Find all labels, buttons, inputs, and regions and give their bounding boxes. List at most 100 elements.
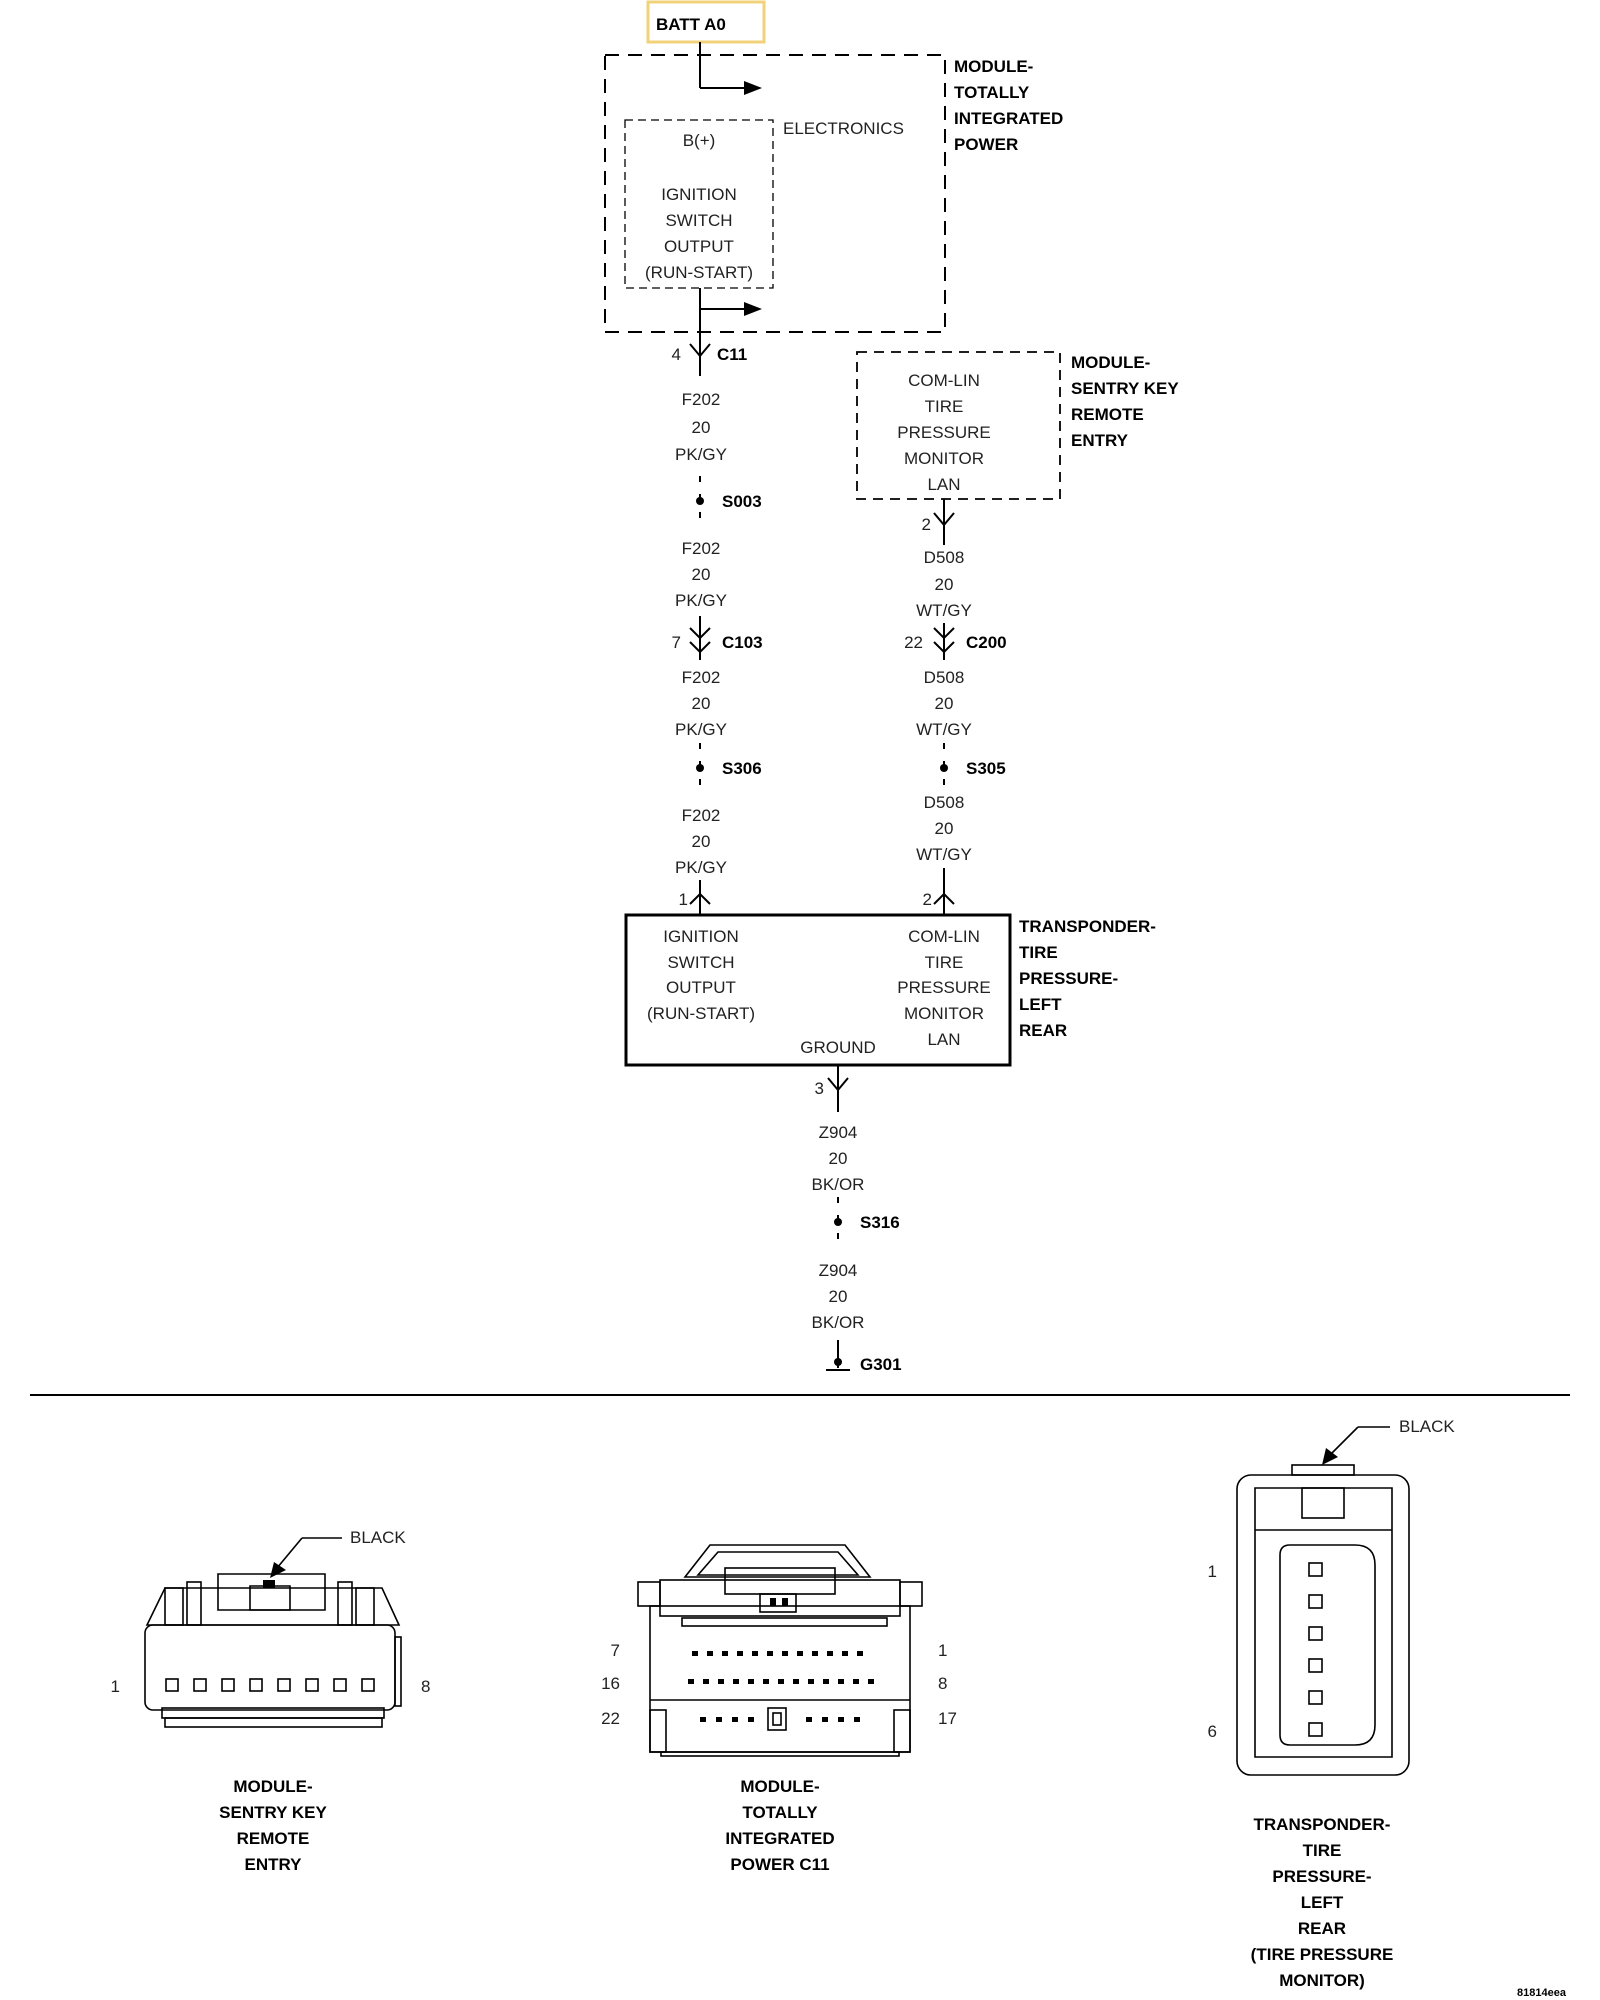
z904-wire2-id: Z904 <box>819 1261 858 1280</box>
tipm-pin-row-2 <box>688 1679 874 1684</box>
tipm-electronics-label: ELECTRONICS <box>783 119 904 138</box>
splice-s306 <box>696 764 704 772</box>
c200-name: C200 <box>966 633 1007 652</box>
f202-wire1-gauge: 20 <box>692 418 711 437</box>
transponder-title-2: TIRE <box>1019 943 1058 962</box>
d508-wire1-id: D508 <box>924 548 965 567</box>
tipm-output-4: (RUN-START) <box>645 263 753 282</box>
f202-wire1-id: F202 <box>682 390 721 409</box>
d508-wire1-gauge: 20 <box>935 575 954 594</box>
transponder-conn-label-4: LEFT <box>1301 1893 1344 1912</box>
transponder-module: IGNITION SWITCH OUTPUT (RUN-START) COM-L… <box>624 913 1156 1067</box>
tipm-output-2: SWITCH <box>665 211 732 230</box>
skreem-func-2: TIRE <box>925 397 964 416</box>
transponder-conn-label-5: REAR <box>1298 1919 1346 1938</box>
tipm-conn-pin-1: 1 <box>938 1641 947 1660</box>
tipm-module: ELECTRONICS B(+) IGNITION SWITCH OUTPUT … <box>604 42 1063 333</box>
splice-s316 <box>834 1218 842 1226</box>
connector-transponder-view: BLACK 1 6 TRANSPONDER- TIRE PRESSURE- LE… <box>1208 1417 1456 1990</box>
transponder-left-1: IGNITION <box>663 927 739 946</box>
skreem-func-3: PRESSURE <box>897 423 991 442</box>
f202-wire4-id: F202 <box>682 806 721 825</box>
z904-wire1-gauge: 20 <box>829 1149 848 1168</box>
ground-g301-dot <box>834 1358 842 1366</box>
c200-pin: 22 <box>904 633 923 652</box>
z904-wire1-id: Z904 <box>819 1123 858 1142</box>
d508-wire2-id: D508 <box>924 668 965 687</box>
d508-wire2-gauge: 20 <box>935 694 954 713</box>
d508-wire3-gauge: 20 <box>935 819 954 838</box>
transponder-title-4: LEFT <box>1019 995 1062 1014</box>
transponder-conn-label-7: MONITOR) <box>1279 1971 1365 1990</box>
transponder-left-3: OUTPUT <box>666 978 736 997</box>
d508-wire3-id: D508 <box>924 793 965 812</box>
skreem-pin2: 2 <box>922 515 931 534</box>
s003-label: S003 <box>722 492 762 511</box>
skreem-func-5: LAN <box>927 475 960 494</box>
s316-label: S316 <box>860 1213 900 1232</box>
f202-wire2-gauge: 20 <box>692 565 711 584</box>
g301-label: G301 <box>860 1355 902 1374</box>
transponder-title-5: REAR <box>1019 1021 1067 1040</box>
tipm-conn-label-3: INTEGRATED <box>725 1829 834 1848</box>
splice-s003 <box>696 497 704 505</box>
tipm-conn-pin-8: 8 <box>938 1674 947 1693</box>
c11-name: C11 <box>717 345 747 364</box>
skreem-title-4: ENTRY <box>1071 431 1129 450</box>
batt-a0-box: BATT A0 <box>646 0 766 44</box>
tipm-conn-label-2: TOTALLY <box>742 1803 818 1822</box>
tipm-title-1: MODULE- <box>954 57 1033 76</box>
f202-wire4-color: PK/GY <box>675 858 727 877</box>
tipm-pin-row-1 <box>692 1651 863 1656</box>
c103-name: C103 <box>722 633 763 652</box>
skreem-title-2: SENTRY KEY <box>1071 379 1179 398</box>
skreem-conn-label-1: MODULE- <box>233 1777 312 1796</box>
f202-wire2-color: PK/GY <box>675 591 727 610</box>
skreem-conn-label-4: ENTRY <box>245 1855 303 1874</box>
transponder-conn-label-3: PRESSURE- <box>1272 1867 1371 1886</box>
skreem-conn-pin-first: 1 <box>111 1677 120 1696</box>
s305-label: S305 <box>966 759 1006 778</box>
tipm-conn-pin-16: 16 <box>601 1674 620 1693</box>
tipm-conn-pin-17: 17 <box>938 1709 957 1728</box>
d508-wire1-color: WT/GY <box>916 601 972 620</box>
c103-pin: 7 <box>672 633 681 652</box>
z904-wire2-color: BK/OR <box>812 1313 865 1332</box>
skreem-title-1: MODULE- <box>1071 353 1150 372</box>
figure-id: 81814eea <box>1517 1987 1567 1999</box>
skreem-func-4: MONITOR <box>904 449 984 468</box>
transponder-right-2: TIRE <box>925 953 964 972</box>
f202-wire1-color: PK/GY <box>675 445 727 464</box>
z904-wire2-gauge: 20 <box>829 1287 848 1306</box>
batt-a0-label: BATT A0 <box>656 15 726 34</box>
tipm-title-4: POWER <box>954 135 1018 154</box>
transponder-conn-pin-first: 1 <box>1208 1562 1217 1581</box>
transponder-right-1: COM-LIN <box>908 927 980 946</box>
skreem-module: COM-LIN TIRE PRESSURE MONITOR LAN MODULE… <box>856 351 1179 500</box>
tipm-conn-pin-7: 7 <box>611 1641 620 1660</box>
splice-s305 <box>940 764 948 772</box>
f202-wire2-id: F202 <box>682 539 721 558</box>
d508-wire2-color: WT/GY <box>916 720 972 739</box>
tipm-output-1: IGNITION <box>661 185 737 204</box>
transponder-title-3: PRESSURE- <box>1019 969 1118 988</box>
tipm-conn-label-4: POWER C11 <box>730 1855 829 1874</box>
ground-pin3: 3 <box>815 1079 824 1098</box>
connector-tipm-view: 7 1 16 8 22 17 MODULE- TOTALLY INTEGRATE… <box>601 1544 957 1874</box>
f202-wire3-id: F202 <box>682 668 721 687</box>
skreem-func-1: COM-LIN <box>908 371 980 390</box>
connector-skreem-view: BLACK 1 8 MODULE- SENTRY KEY REMOTE ENTR… <box>111 1528 431 1874</box>
transponder-right-4: MONITOR <box>904 1004 984 1023</box>
skreem-conn-label-2: SENTRY KEY <box>219 1803 327 1822</box>
transponder-left-4: (RUN-START) <box>647 1004 755 1023</box>
transponder-conn-label-6: (TIRE PRESSURE <box>1251 1945 1394 1964</box>
tipm-pin-row-3 <box>700 1717 860 1722</box>
z904-wire1-color: BK/OR <box>812 1175 865 1194</box>
tipm-output-3: OUTPUT <box>664 237 734 256</box>
d508-wire3-color: WT/GY <box>916 845 972 864</box>
s306-label: S306 <box>722 759 762 778</box>
tipm-conn-label-1: MODULE- <box>740 1777 819 1796</box>
transponder-conn-pin-last: 6 <box>1208 1722 1217 1741</box>
skreem-conn-pin-last: 8 <box>421 1677 430 1696</box>
